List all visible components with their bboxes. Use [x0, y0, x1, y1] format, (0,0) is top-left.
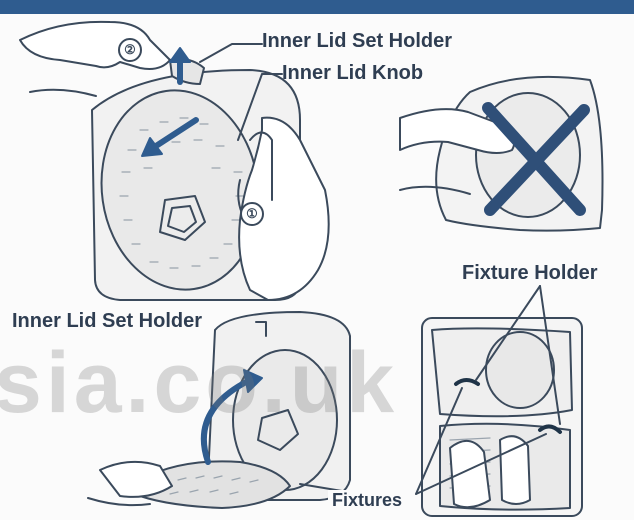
panel-incorrect-method [400, 77, 603, 231]
step-1-marker: ① [240, 202, 264, 226]
step-2-marker: ② [118, 38, 142, 62]
watermark: sia.co.uk [0, 334, 398, 433]
label-inner-lid-set-holder-top: Inner Lid Set Holder [262, 30, 452, 53]
label-inner-lid-knob: Inner Lid Knob [282, 62, 423, 85]
label-fixtures: Fixtures [328, 490, 406, 511]
label-inner-lid-set-holder-bottom: Inner Lid Set Holder [12, 310, 202, 333]
label-fixture-holder: Fixture Holder [462, 262, 598, 285]
